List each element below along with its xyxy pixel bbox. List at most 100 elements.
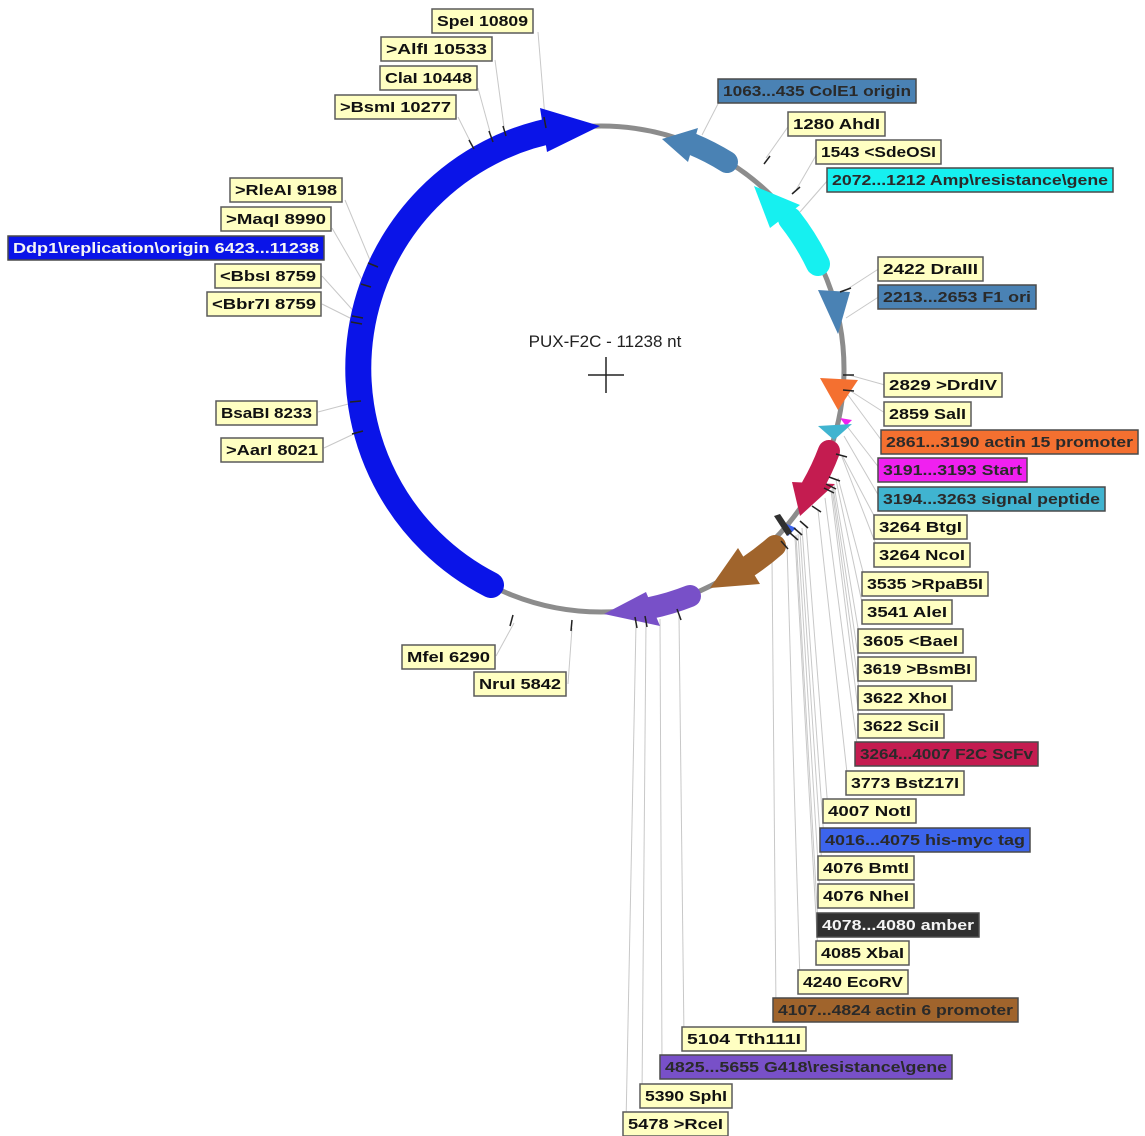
site-label-clai[interactable]: ClaI 10448	[379, 65, 478, 91]
site-label-alfi[interactable]: >AlfI 10533	[380, 36, 493, 62]
amber-mark	[774, 514, 792, 536]
site-label-nrui[interactable]: NruI 5842	[473, 671, 567, 697]
feature-label-ddp1[interactable]: Ddp1\replication\origin 6423...11238	[7, 235, 325, 261]
site-label-sdeosi[interactable]: 1543 <SdeOSI	[815, 139, 942, 165]
leader-scii	[830, 489, 861, 726]
site-label-text-nhei: 4076 NheI	[823, 888, 909, 905]
feature-f2c[interactable]	[792, 440, 840, 516]
feature-label-f1ori[interactable]: 2213...2653 F1 ori	[877, 284, 1037, 310]
feature-cole1[interactable]	[662, 128, 738, 173]
leader-xhoi	[831, 487, 861, 698]
site-label-maqi[interactable]: >MaqI 8990	[220, 206, 332, 232]
site-label-text-rcei: 5478 >RceI	[628, 1116, 723, 1133]
site-label-text-ecorv: 4240 EcoRV	[803, 974, 903, 991]
site-label-ecorv[interactable]: 4240 EcoRV	[797, 969, 909, 995]
leader-sphi	[641, 621, 647, 1097]
site-label-bsmi[interactable]: >BsmI 10277	[334, 94, 457, 120]
feature-signal[interactable]	[818, 424, 852, 440]
actin15-arrowhead	[820, 378, 858, 410]
site-label-text-bsabi: BsaBI 8233	[221, 405, 312, 422]
feature-actin6[interactable]	[710, 535, 786, 588]
site-label-noti[interactable]: 4007 NotI	[822, 798, 917, 824]
site-label-alei[interactable]: 3541 AleI	[861, 599, 953, 625]
site-label-sali[interactable]: 2859 SalI	[883, 401, 972, 427]
site-label-ncoi[interactable]: 3264 NcoI	[873, 542, 971, 568]
feature-label-hismyc[interactable]: 4016...4075 his-myc tag	[819, 827, 1031, 853]
feature-start[interactable]	[840, 418, 852, 426]
feature-label-amber[interactable]: 4078...4080 amber	[816, 912, 980, 938]
site-label-drdiv[interactable]: 2829 >DrdIV	[883, 372, 1003, 398]
leader-ncoi	[841, 456, 881, 556]
feature-amp[interactable]	[754, 186, 830, 276]
site-label-rcei[interactable]: 5478 >RceI	[622, 1111, 729, 1136]
feature-label-text-cole1: 1063...435 ColE1 origin	[723, 83, 911, 100]
site-label-ahdi[interactable]: 1280 AhdI	[787, 111, 886, 137]
site-label-box-bmti	[817, 855, 915, 881]
site-label-sphi[interactable]: 5390 SphI	[639, 1083, 733, 1109]
leader-start	[845, 424, 881, 470]
site-label-text-bstz17i: 3773 BstZ17I	[851, 775, 959, 792]
feature-label-f2c[interactable]: 3264...4007 F2C ScFv	[854, 741, 1039, 767]
site-label-aari[interactable]: >AarI 8021	[220, 437, 324, 463]
site-label-xhoi[interactable]: 3622 XhoI	[857, 685, 953, 711]
site-label-dralll[interactable]: 2422 DraIII	[877, 256, 984, 282]
site-label-scii[interactable]: 3622 SciI	[857, 713, 945, 739]
cole1-arrowhead	[662, 128, 698, 162]
leader-amber	[795, 534, 819, 925]
feature-f1ori[interactable]	[818, 290, 850, 334]
feature-actin15[interactable]	[820, 378, 858, 410]
tick-btgi	[835, 453, 848, 458]
leader-actin6	[771, 557, 777, 1011]
site-label-bbsi[interactable]: <BbsI 8759	[214, 263, 322, 289]
tick-noti	[799, 520, 809, 529]
feature-label-g418[interactable]: 4825...5655 G418\resistance\gene	[659, 1054, 953, 1080]
site-label-text-spei: SpeI 10809	[437, 13, 528, 30]
feature-label-cole1[interactable]: 1063...435 ColE1 origin	[717, 78, 917, 104]
site-label-text-bsmbi: 3619 >BsmBI	[863, 661, 971, 678]
leader-amp	[799, 179, 829, 213]
tick-bbr7i	[350, 321, 363, 325]
site-label-bstz17i[interactable]: 3773 BstZ17I	[845, 770, 965, 796]
site-label-text-bmti: 4076 BmtI	[823, 860, 909, 877]
leader-alei	[835, 479, 865, 613]
site-label-box-sali	[883, 401, 972, 427]
site-label-baei[interactable]: 3605 <BaeI	[857, 628, 964, 654]
leader-spei	[537, 31, 546, 119]
site-label-box-mfei	[401, 644, 496, 670]
site-label-bsabi[interactable]: BsaBI 8233	[215, 400, 318, 426]
site-label-tth111i[interactable]: 5104 Tth111I	[681, 1026, 807, 1052]
feature-ddp1[interactable]	[345, 108, 600, 598]
leader-g418	[659, 618, 663, 1067]
site-label-bsmbi[interactable]: 3619 >BsmBI	[857, 656, 977, 682]
tick-rcei	[634, 616, 638, 629]
site-label-rleai[interactable]: >RleAI 9198	[229, 177, 343, 203]
leader-nhei	[797, 533, 821, 897]
tick-sphi	[644, 615, 648, 628]
leader-rcei	[625, 623, 637, 1125]
leader-alfi	[494, 59, 505, 128]
leader-drdiv	[848, 374, 886, 386]
site-label-box-maqi	[220, 206, 332, 232]
feature-label-signal[interactable]: 3194...3263 signal peptide	[877, 486, 1106, 512]
feature-amber[interactable]	[774, 514, 792, 536]
site-label-btgi[interactable]: 3264 BtgI	[873, 514, 968, 540]
site-label-bmti[interactable]: 4076 BmtI	[817, 855, 915, 881]
leader-mfei	[495, 622, 515, 657]
feature-label-amp[interactable]: 2072...1212 Amp\resistance\gene	[826, 167, 1114, 193]
center-crosshair	[588, 357, 624, 393]
site-label-text-alfi: >AlfI 10533	[386, 41, 487, 58]
feature-label-text-signal: 3194...3263 signal peptide	[883, 491, 1100, 508]
feature-label-actin15[interactable]: 2861...3190 actin 15 promoter	[880, 429, 1139, 455]
site-label-rpab5i[interactable]: 3535 >RpaB5I	[861, 571, 989, 597]
leader-clai	[477, 87, 491, 133]
site-label-mfei[interactable]: MfeI 6290	[401, 644, 496, 670]
leader-rpab5i	[837, 477, 867, 584]
site-label-spei[interactable]: SpeI 10809	[431, 8, 534, 34]
feature-label-actin6[interactable]: 4107...4824 actin 6 promoter	[772, 997, 1019, 1023]
feature-label-text-g418: 4825...5655 G418\resistance\gene	[665, 1059, 947, 1076]
feature-label-start[interactable]: 3191...3193 Start	[877, 457, 1028, 483]
site-label-xbai[interactable]: 4085 XbaI	[815, 940, 910, 966]
site-label-bbr7i[interactable]: <Bbr7I 8759	[206, 291, 322, 317]
site-label-nhei[interactable]: 4076 NheI	[817, 883, 915, 909]
